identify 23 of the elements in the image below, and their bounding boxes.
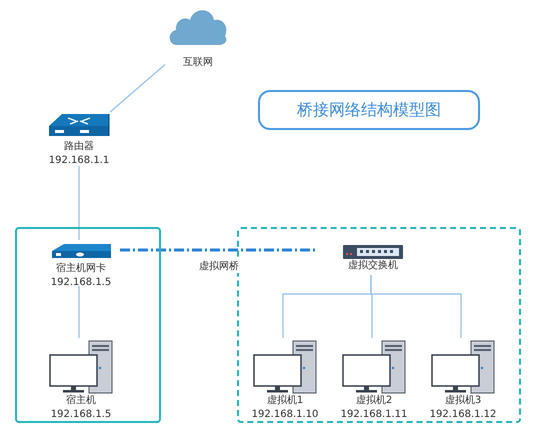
- ip-address: 192.168.1.5: [50, 276, 112, 290]
- ip-address: 192.168.1.12: [430, 408, 496, 422]
- connector-line: [120, 248, 318, 252]
- connector-line: [370, 275, 462, 338]
- connector-line: [78, 166, 80, 240]
- connector-line: [78, 286, 80, 338]
- ip-address: 192.168.1.5: [50, 408, 112, 422]
- ip-address: 192.168.1.1: [48, 154, 110, 168]
- node-label: 宿主机网卡: [56, 262, 106, 276]
- node-label: 路由器: [64, 140, 94, 154]
- diagram-title: 桥接网络结构模型图: [258, 90, 480, 130]
- node-label: 宿主机: [66, 394, 96, 408]
- ip-address: 192.168.1.10: [252, 408, 318, 422]
- node-label: 虚拟机2: [356, 394, 392, 408]
- ip-address: 192.168.1.11: [340, 408, 408, 422]
- edge-label: 虚拟网桥: [197, 260, 241, 273]
- node-label: 互联网: [183, 56, 213, 70]
- node-label: 虚拟交换机: [348, 259, 398, 273]
- host-group-box: [15, 227, 161, 423]
- node-label: 虚拟机1: [266, 394, 304, 408]
- node-label: 虚拟机3: [444, 394, 482, 408]
- virtual-group-box: [237, 227, 521, 423]
- connector-line: [110, 64, 166, 112]
